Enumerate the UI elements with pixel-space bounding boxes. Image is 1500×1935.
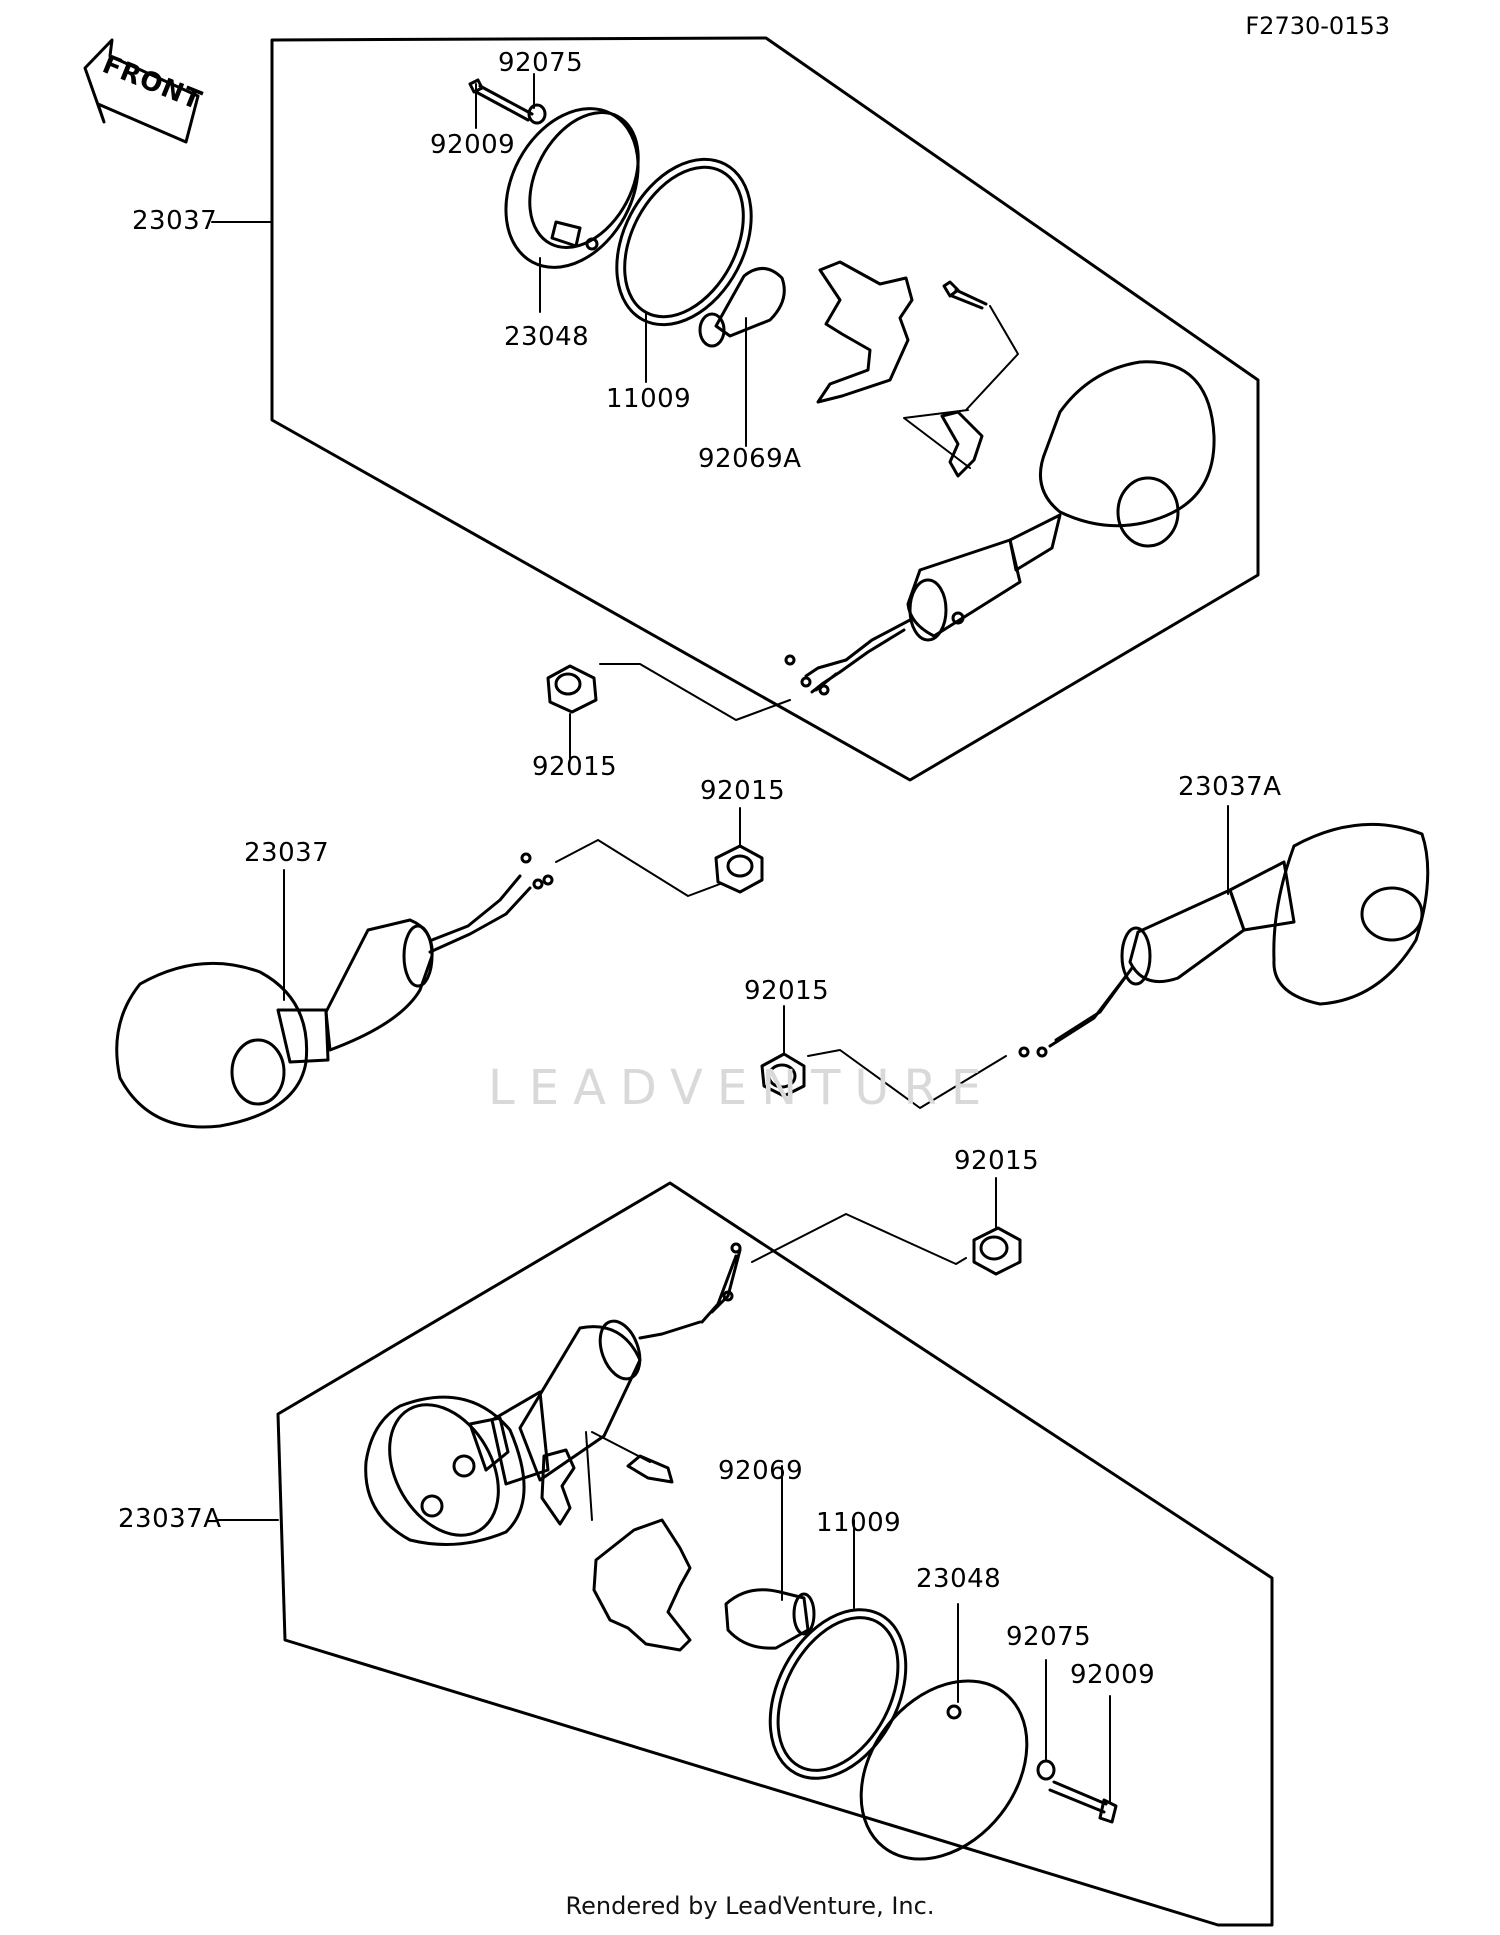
callout-bottom-23048[interactable]: 23048 <box>916 1564 1002 1594</box>
left-turn-signal-23037 <box>115 852 554 1129</box>
right-connector-line <box>807 1049 1007 1109</box>
bottom-turn-signal-23037A <box>364 1242 742 1546</box>
top-connector-line <box>599 663 791 721</box>
callout-bottom-92009[interactable]: 92009 <box>1070 1660 1156 1690</box>
callout-nut-4[interactable]: 92015 <box>954 1146 1040 1176</box>
callout-nut-3[interactable]: 92015 <box>744 976 830 1006</box>
callout-left-23037[interactable]: 23037 <box>244 838 330 868</box>
diagram-code: F2730-0153 <box>1245 12 1390 40</box>
callout-top-23037[interactable]: 23037 <box>132 206 218 236</box>
callout-nut-1[interactable]: 92015 <box>532 752 618 782</box>
callout-top-11009[interactable]: 11009 <box>606 384 692 414</box>
top-screw-92009 <box>468 78 534 122</box>
top-bulb-92069A <box>698 267 786 348</box>
callout-top-23048[interactable]: 23048 <box>504 322 590 352</box>
top-turn-signal-23037 <box>784 360 1216 696</box>
footer-credit: Rendered by LeadVenture, Inc. <box>565 1892 935 1920</box>
bottom-bracket-plate <box>540 1448 576 1526</box>
callout-bottom-11009[interactable]: 11009 <box>816 1508 902 1538</box>
bottom-bulb-92069 <box>724 1588 816 1650</box>
bottom-connector-line <box>751 1213 967 1265</box>
front-arrow <box>83 38 200 144</box>
top-bracket-plate <box>940 410 984 478</box>
left-connector-line <box>555 839 721 897</box>
top-lens-23048 <box>504 107 640 269</box>
top-reflector-bracket <box>816 260 914 404</box>
right-turn-signal-23037A <box>1018 822 1430 1058</box>
callout-bottom-92069[interactable]: 92069 <box>718 1456 804 1486</box>
bottom-nut-92015 <box>972 1226 1022 1276</box>
bottom-screw-92009 <box>1048 1780 1118 1824</box>
top-washer-92075 <box>527 103 547 125</box>
bottom-leader-group <box>585 1431 651 1521</box>
bottom-gasket-11009 <box>768 1608 908 1780</box>
callout-top-92069A[interactable]: 92069A <box>698 444 802 474</box>
top-small-screw <box>942 280 988 310</box>
callout-right-23037A[interactable]: 23037A <box>1178 772 1282 802</box>
mid-nut-92015-a <box>714 844 764 894</box>
callout-top-92075[interactable]: 92075 <box>498 48 584 78</box>
bottom-reflector-bracket <box>592 1518 692 1652</box>
callout-nut-2[interactable]: 92015 <box>700 776 786 806</box>
top-gasket-11009 <box>615 157 753 327</box>
top-nut-92015 <box>546 664 598 714</box>
bottom-assembly-frame <box>276 1181 1274 1927</box>
top-assembly-frame <box>270 36 1260 782</box>
callout-bottom-92075[interactable]: 92075 <box>1006 1622 1092 1652</box>
callout-bottom-23037A[interactable]: 23037A <box>118 1504 222 1534</box>
callout-top-92009[interactable]: 92009 <box>430 130 516 160</box>
bottom-small-screw <box>626 1454 674 1484</box>
bottom-washer-92075 <box>1036 1759 1056 1781</box>
bottom-lens-23048 <box>859 1679 1029 1861</box>
watermark: LEADVENTURE <box>488 1060 996 1116</box>
